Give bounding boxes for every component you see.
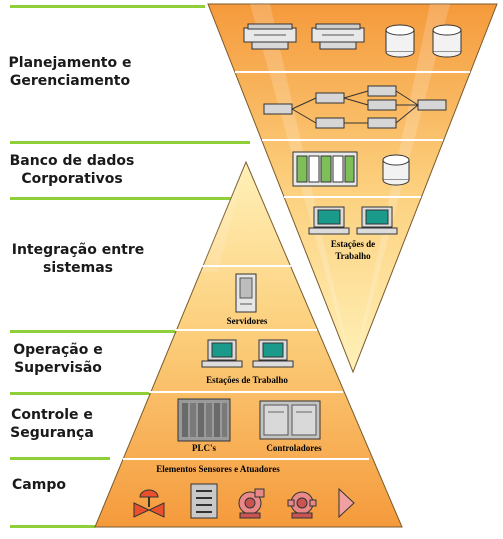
- level-label-banco-de-dados: Banco de dados Corporativos: [0, 152, 144, 188]
- field-devices-label: Elementos Sensores e Atuadores: [156, 464, 280, 474]
- servers-label: Servidores: [227, 316, 268, 326]
- upright-pyramid: [94, 160, 403, 528]
- level-label-planejamento: Planejamento e Gerenciamento: [0, 54, 140, 90]
- workstation-icon: [252, 339, 294, 368]
- level-label-integracao: Integração entre sistemas: [0, 241, 156, 277]
- disk-storage-icon: [382, 154, 410, 186]
- workstation-icon: [308, 206, 350, 235]
- sensor-panel-icon: [190, 483, 218, 519]
- level-divider-line: [10, 392, 150, 395]
- level-label-controle: Controle e Segurança: [0, 406, 104, 442]
- pump-icon: [238, 488, 265, 519]
- level-label-line: Planejamento e: [8, 55, 132, 71]
- level-label-line: Corporativos: [21, 171, 123, 187]
- level-divider-line: [10, 330, 195, 333]
- workstation-icon: [201, 339, 243, 368]
- level-label-line: Campo: [12, 477, 66, 493]
- workstations-label: Estações de Trabalho: [206, 375, 288, 385]
- inverted-workstations-label: Estações de: [331, 239, 375, 249]
- process-flow-icon: [263, 85, 447, 129]
- level-label-line: Operação e: [13, 342, 103, 358]
- controller-cabinet-icon: [259, 400, 321, 440]
- level-label-line: Banco de dados: [9, 153, 135, 169]
- level-label-line: sistemas: [42, 260, 114, 276]
- level-label-line: Segurança: [10, 425, 94, 441]
- inverted-workstations-label: Trabalho: [335, 251, 371, 261]
- level-label-line: Controle e: [11, 407, 93, 423]
- level-label-line: Integração entre: [11, 242, 145, 258]
- level-label-campo: Campo: [0, 476, 78, 494]
- plcs-label: PLC's: [192, 443, 217, 453]
- disk-storage-icon: [432, 24, 462, 58]
- level-label-line: Supervisão: [14, 360, 102, 376]
- level-divider-line: [10, 141, 250, 144]
- printer-icon: [243, 23, 297, 50]
- level-label-line: Gerenciamento: [9, 73, 131, 89]
- printer-icon: [311, 23, 365, 50]
- controllers-label: Controladores: [266, 443, 322, 453]
- disk-storage-icon: [385, 24, 415, 58]
- plc-rack-icon: [177, 398, 231, 442]
- valve-actuator-icon: [133, 489, 165, 518]
- server-tower-icon: [235, 273, 257, 313]
- level-label-operacao: Operação e Supervisão: [0, 341, 116, 377]
- level-divider-line: [10, 5, 205, 8]
- motor-icon: [287, 491, 317, 519]
- level-divider-line: [10, 525, 95, 528]
- level-divider-line: [10, 457, 110, 460]
- level-divider-line: [10, 197, 232, 200]
- database-server-icon: [292, 151, 358, 187]
- signal-indicator-icon: [338, 487, 355, 519]
- inverted-pyramid: [207, 3, 498, 374]
- workstation-icon: [356, 206, 398, 235]
